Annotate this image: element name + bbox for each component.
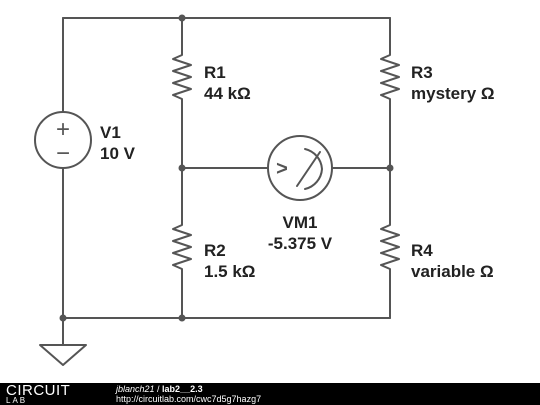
voltmeter-vm1 <box>267 135 333 201</box>
footer-project[interactable]: lab2__2.3 <box>162 384 203 394</box>
r1-value: 44 kΩ <box>204 84 251 103</box>
junction-dot <box>178 164 186 172</box>
vm1-name: VM1 <box>282 213 318 232</box>
r4-label: R4 variable Ω <box>411 240 494 282</box>
voltmeter-glyph: > <box>276 158 288 180</box>
voltmeter-needle <box>296 151 321 187</box>
v1-name: V1 <box>100 123 121 142</box>
v1-plus-sign: + <box>56 116 70 143</box>
resistor-r3 <box>380 44 400 106</box>
junction-dot <box>386 164 394 172</box>
r4-name: R4 <box>411 241 433 260</box>
resistor-r4 <box>380 214 400 291</box>
v1-label: V1 10 V <box>100 122 135 164</box>
r3-value: mystery Ω <box>411 84 495 103</box>
footer-title-line: jblanch21 / lab2__2.3 <box>116 384 203 394</box>
junction-dot <box>178 314 186 322</box>
r2-name: R2 <box>204 241 226 260</box>
footer-bar: CIRCUIT LAB jblanch21 / lab2__2.3 http:/… <box>0 383 540 405</box>
vm1-label: VM1 -5.375 V <box>250 212 350 254</box>
circuitlab-logo-sub: LAB <box>6 396 28 405</box>
r2-label: R2 1.5 kΩ <box>204 240 255 282</box>
r2-value: 1.5 kΩ <box>204 262 256 281</box>
r3-name: R3 <box>411 63 433 82</box>
v1-minus-sign: − <box>56 140 70 167</box>
circuitlab-logo[interactable]: CIRCUIT <box>6 382 71 399</box>
r4-value: variable Ω <box>411 262 494 281</box>
voltage-source-v1 <box>34 111 92 169</box>
vm1-value: -5.375 V <box>267 234 333 253</box>
voltmeter-scale-arc <box>304 148 323 190</box>
r1-label: R1 44 kΩ <box>204 62 251 104</box>
v1-value: 10 V <box>100 144 135 163</box>
footer-separator: / <box>154 384 163 394</box>
ground-symbol <box>39 344 87 366</box>
r1-name: R1 <box>204 63 226 82</box>
footer-username[interactable]: jblanch21 <box>116 384 155 394</box>
footer-url-link[interactable]: http://circuitlab.com/cwc7d5g7hazg7 <box>116 394 262 404</box>
junction-dot <box>178 14 186 22</box>
r3-label: R3 mystery Ω <box>411 62 495 104</box>
resistor-r2 <box>172 214 192 291</box>
resistor-r1 <box>172 44 192 106</box>
junction-dot <box>59 314 67 322</box>
